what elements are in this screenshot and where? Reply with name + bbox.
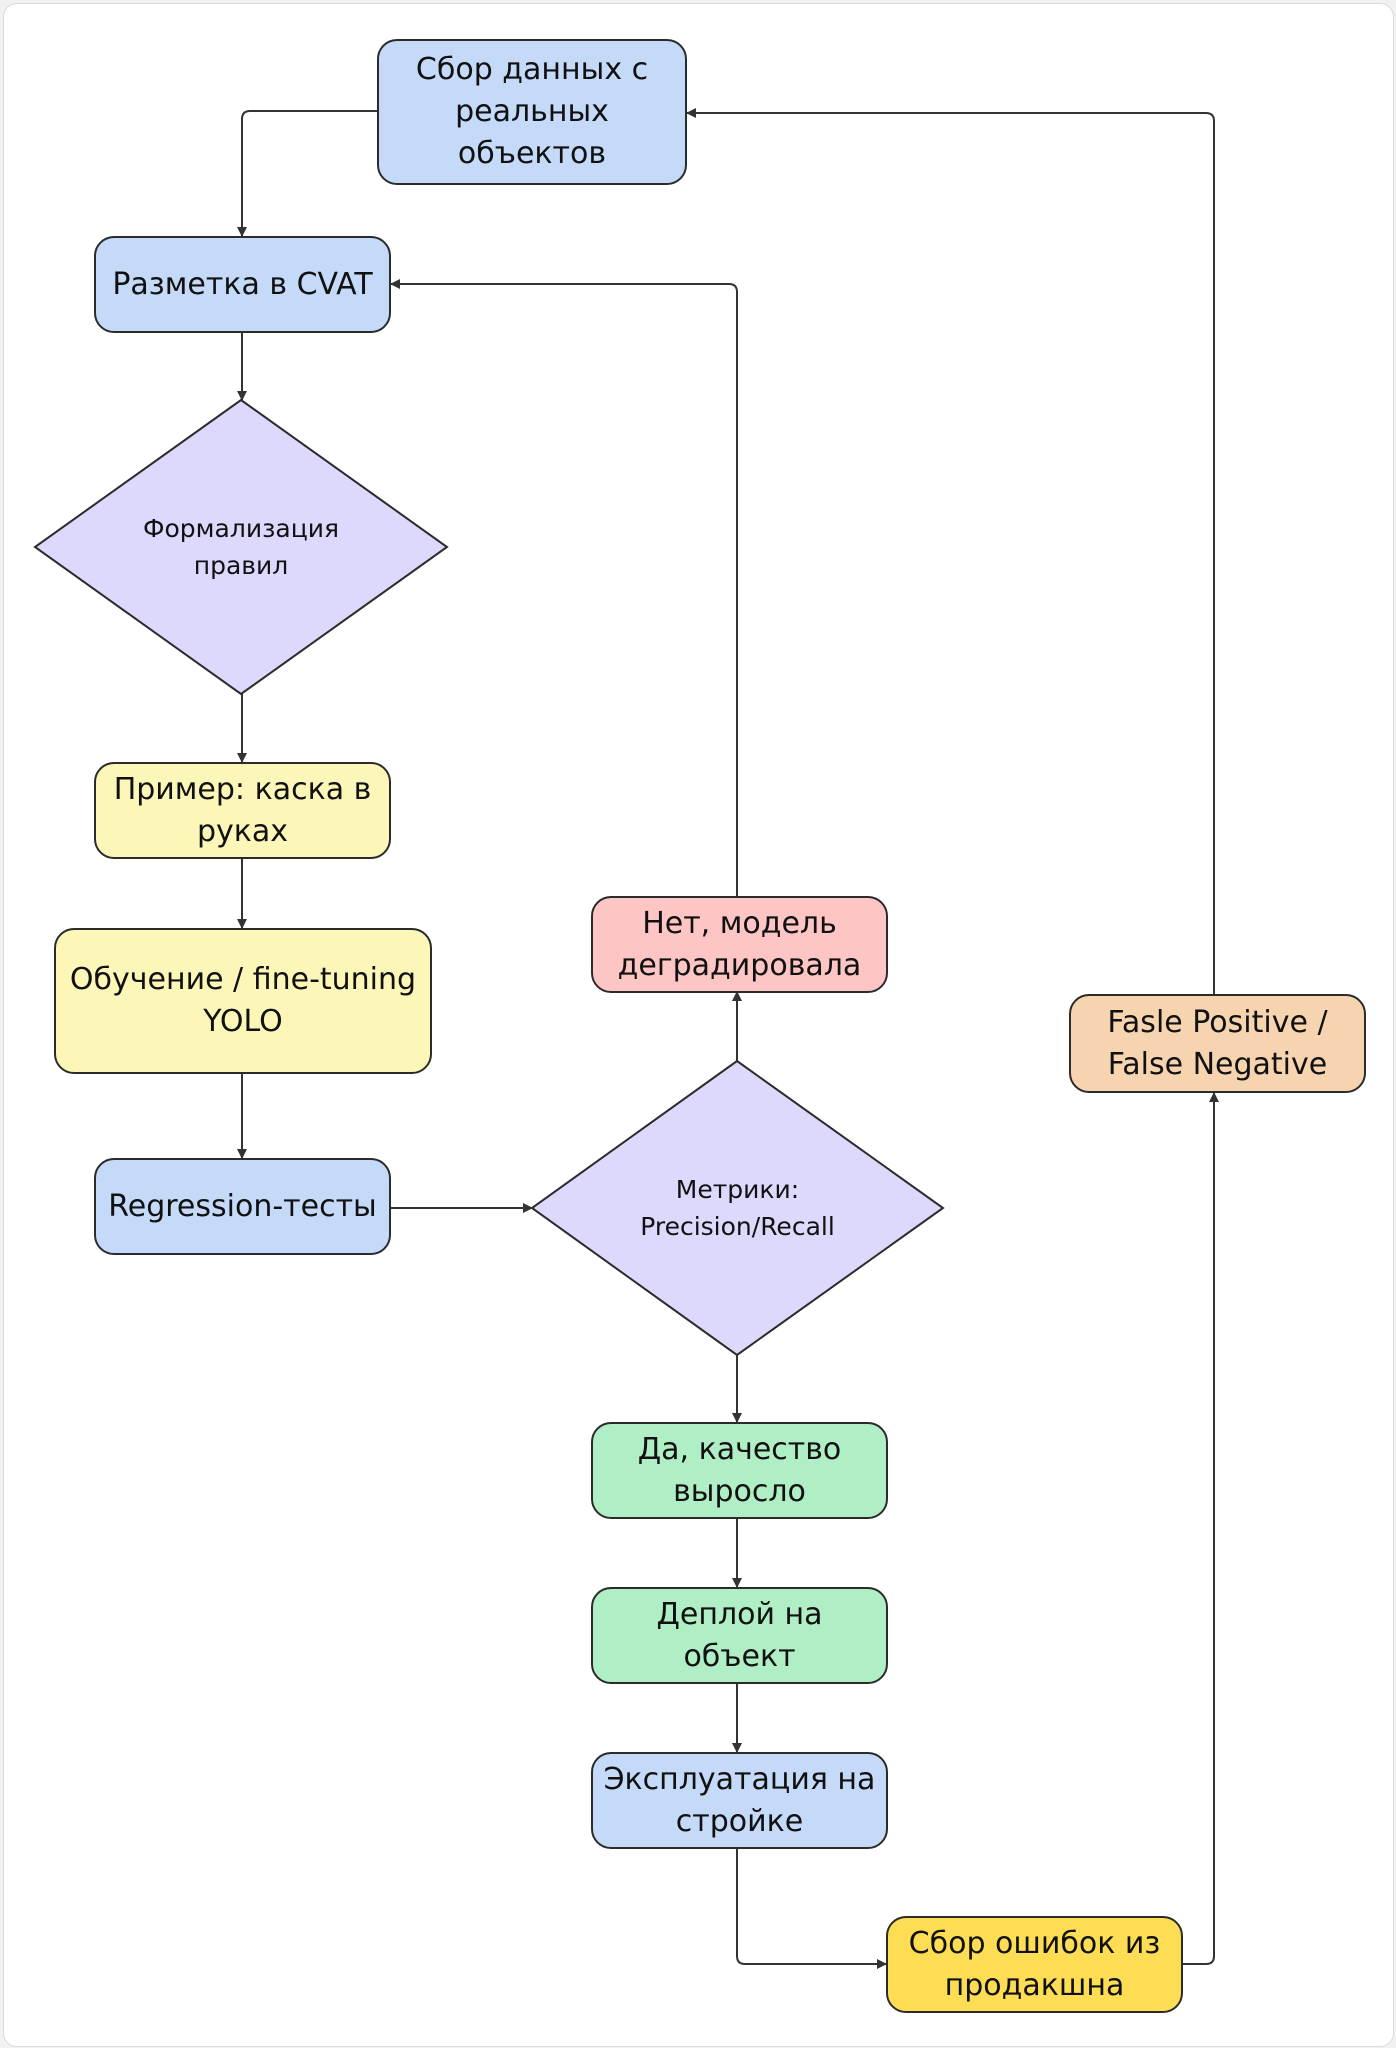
edge-errors-to-fpfn xyxy=(1182,1092,1219,1965)
node-regression-tests[interactable]: Regression-тесты xyxy=(94,1158,391,1255)
node-deploy[interactable]: Деплой на объект xyxy=(591,1587,888,1684)
edge-fpfn-to-collection xyxy=(686,108,1215,994)
label-metrics: Метрики:Precision/Recall xyxy=(640,1175,835,1241)
node-annotation-cvat[interactable]: Разметка в CVAT xyxy=(94,236,391,333)
edge-operation-to-errors xyxy=(736,1849,887,1969)
node-false-positive-negative[interactable]: Fasle Positive /False Negative xyxy=(1069,994,1366,1093)
edge-collection-to-annotation xyxy=(237,110,377,237)
edges-layer xyxy=(33,108,1219,1969)
edge-degraded-to-annotation xyxy=(390,279,738,896)
